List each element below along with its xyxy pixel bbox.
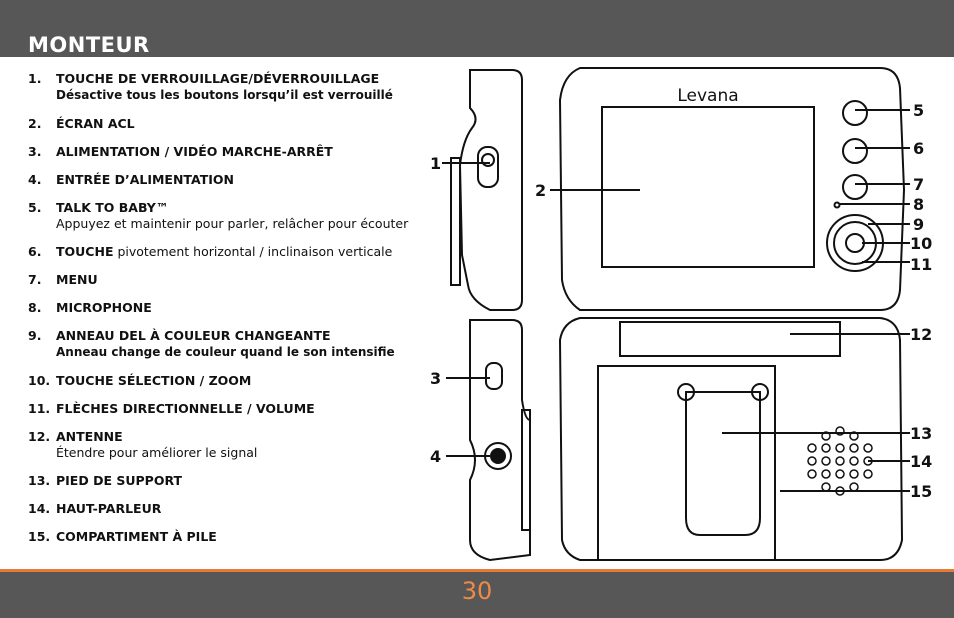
item-number: 1. <box>28 71 42 86</box>
side-view-top <box>458 69 523 311</box>
item-title: ANTENNE <box>56 429 123 445</box>
page-title: MONTEUR <box>28 33 150 57</box>
item-title: COMPARTIMENT À PILE <box>56 529 217 545</box>
item-title-text: TOUCHE SÉLECTION / ZOOM <box>56 373 252 388</box>
item-number: 14. <box>28 501 51 516</box>
back-view <box>558 317 904 561</box>
callout-8: 8 <box>913 195 924 214</box>
item-title-text: TALK TO BABY™ <box>56 200 169 215</box>
callout-5: 5 <box>913 101 924 120</box>
callout-10: 10 <box>910 234 932 253</box>
item-number: 7. <box>28 272 42 287</box>
callout-lines <box>442 109 910 492</box>
callout-11: 11 <box>910 255 932 274</box>
callout-9: 9 <box>913 215 924 234</box>
item-title: PIED DE SUPPORT <box>56 473 182 489</box>
brand-logo: Levana <box>677 86 738 106</box>
item-number: 12. <box>28 429 51 444</box>
item-title-text: FLÈCHES DIRECTIONNELLE / VOLUME <box>56 401 315 416</box>
item-number: 10. <box>28 373 51 388</box>
footer-bar <box>0 572 954 618</box>
item-description: Appuyez et maintenir pour parler, relâch… <box>56 216 409 231</box>
item-number: 9. <box>28 328 42 343</box>
callout-14: 14 <box>910 452 932 471</box>
lcd-screen <box>601 106 815 268</box>
speaker-grille <box>807 426 873 496</box>
callout-6: 6 <box>913 139 924 158</box>
item-title-text: ANTENNE <box>56 429 123 444</box>
item-title: ANNEAU DEL À COULEUR CHANGEANTE <box>56 328 331 344</box>
item-number: 3. <box>28 144 42 159</box>
power-button <box>485 362 503 390</box>
item-number: 15. <box>28 529 51 544</box>
callout-7: 7 <box>913 175 924 194</box>
callout-1: 1 <box>430 154 441 173</box>
item-title-text: TOUCHE <box>56 244 114 259</box>
item-title-text: COMPARTIMENT À PILE <box>56 529 217 544</box>
item-title-text: ALIMENTATION / VIDÉO MARCHE-ARRÊT <box>56 144 333 159</box>
callout-2: 2 <box>535 181 546 200</box>
item-title: TALK TO BABY™ <box>56 200 168 216</box>
item-title: TOUCHE SÉLECTION / ZOOM <box>56 373 251 389</box>
item-title: MENU <box>56 272 98 288</box>
item-number: 13. <box>28 473 51 488</box>
item-title: FLÈCHES DIRECTIONNELLE / VOLUME <box>56 401 315 417</box>
item-title-text: HAUT-PARLEUR <box>56 501 162 516</box>
antenna <box>619 321 841 357</box>
item-title: MICROPHONE <box>56 300 152 316</box>
item-description: Étendre pour améliorer le signal <box>56 445 258 460</box>
item-description: Anneau change de couleur quand le son in… <box>56 345 395 359</box>
footer-accent-line <box>0 569 954 572</box>
item-title: TOUCHE DE VERROUILLAGE/DÉVERROUILLAGE <box>56 71 379 87</box>
callout-3: 3 <box>430 369 441 388</box>
lock-switch <box>477 146 499 188</box>
item-number: 11. <box>28 401 51 416</box>
item-number: 4. <box>28 172 42 187</box>
item-title-text: TOUCHE DE VERROUILLAGE/DÉVERROUILLAGE <box>56 71 380 86</box>
item-title: HAUT-PARLEUR <box>56 501 161 517</box>
item-title-text: ANNEAU DEL À COULEUR CHANGEANTE <box>56 328 331 343</box>
page-number: 30 <box>461 577 493 605</box>
callout-4: 4 <box>430 447 441 466</box>
stand <box>597 365 776 561</box>
callout-15: 15 <box>910 482 932 501</box>
item-description: Désactive tous les boutons lorsqu’il est… <box>56 88 393 102</box>
item-title: ÉCRAN ACL <box>56 116 135 132</box>
item-title-text: ÉCRAN ACL <box>56 116 135 131</box>
item-number: 6. <box>28 244 42 259</box>
front-view <box>558 67 906 311</box>
item-number: 5. <box>28 200 42 215</box>
item-title: ENTRÉE D’ALIMENTATION <box>56 172 234 188</box>
header-bar <box>0 0 954 57</box>
item-title-text: MICROPHONE <box>56 300 152 315</box>
item-title-text: MENU <box>56 272 98 287</box>
item-number: 2. <box>28 116 42 131</box>
item-title: TOUCHE pivotement horizontal / inclinais… <box>56 244 392 260</box>
side-view-bottom <box>469 319 531 562</box>
item-title-suffix: pivotement horizontal / inclinaison vert… <box>113 244 393 259</box>
item-title: ALIMENTATION / VIDÉO MARCHE-ARRÊT <box>56 144 333 160</box>
item-title-text: PIED DE SUPPORT <box>56 473 183 488</box>
item-title-text: ENTRÉE D’ALIMENTATION <box>56 172 234 187</box>
item-number: 8. <box>28 300 42 315</box>
callout-13: 13 <box>910 424 932 443</box>
callout-12: 12 <box>910 325 932 344</box>
